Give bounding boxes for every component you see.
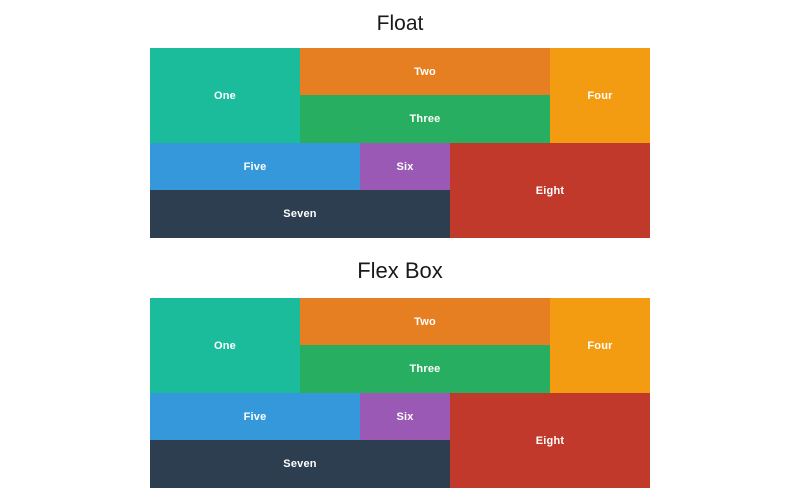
section-title-flexbox: Flex Box [357, 258, 443, 283]
float-middle-column: Two Three [300, 48, 550, 143]
box-three: Three [300, 95, 550, 143]
box-six: Six [360, 143, 450, 190]
box-two: Two [300, 48, 550, 95]
box-six: Six [360, 393, 450, 440]
box-seven: Seven [150, 440, 450, 488]
box-one: One [150, 48, 300, 143]
box-four: Four [550, 298, 650, 393]
float-row-bottom: Five Six Seven Eight [150, 143, 650, 238]
float-row-top: One Two Three Four [150, 48, 650, 143]
box-two: Two [300, 298, 550, 345]
float-left-group: Five Six Seven [150, 143, 450, 238]
box-one: One [150, 298, 300, 393]
flexbox-row-top: One Two Three Four [150, 298, 650, 393]
flexbox-left-group: Five Six Seven [150, 393, 450, 488]
box-five: Five [150, 393, 360, 440]
box-eight: Eight [450, 393, 650, 488]
box-seven: Seven [150, 190, 450, 238]
box-eight: Eight [450, 143, 650, 238]
float-layout: One Two Three Four Five Six Seven Eight [150, 48, 650, 238]
flexbox-middle-column: Two Three [300, 298, 550, 393]
box-four: Four [550, 48, 650, 143]
section-title-float: Float [376, 12, 424, 35]
box-five: Five [150, 143, 360, 190]
flexbox-layout: One Two Three Four Five Six Seven Eight [150, 298, 650, 488]
flexbox-row-bottom: Five Six Seven Eight [150, 393, 650, 488]
box-three: Three [300, 345, 550, 393]
